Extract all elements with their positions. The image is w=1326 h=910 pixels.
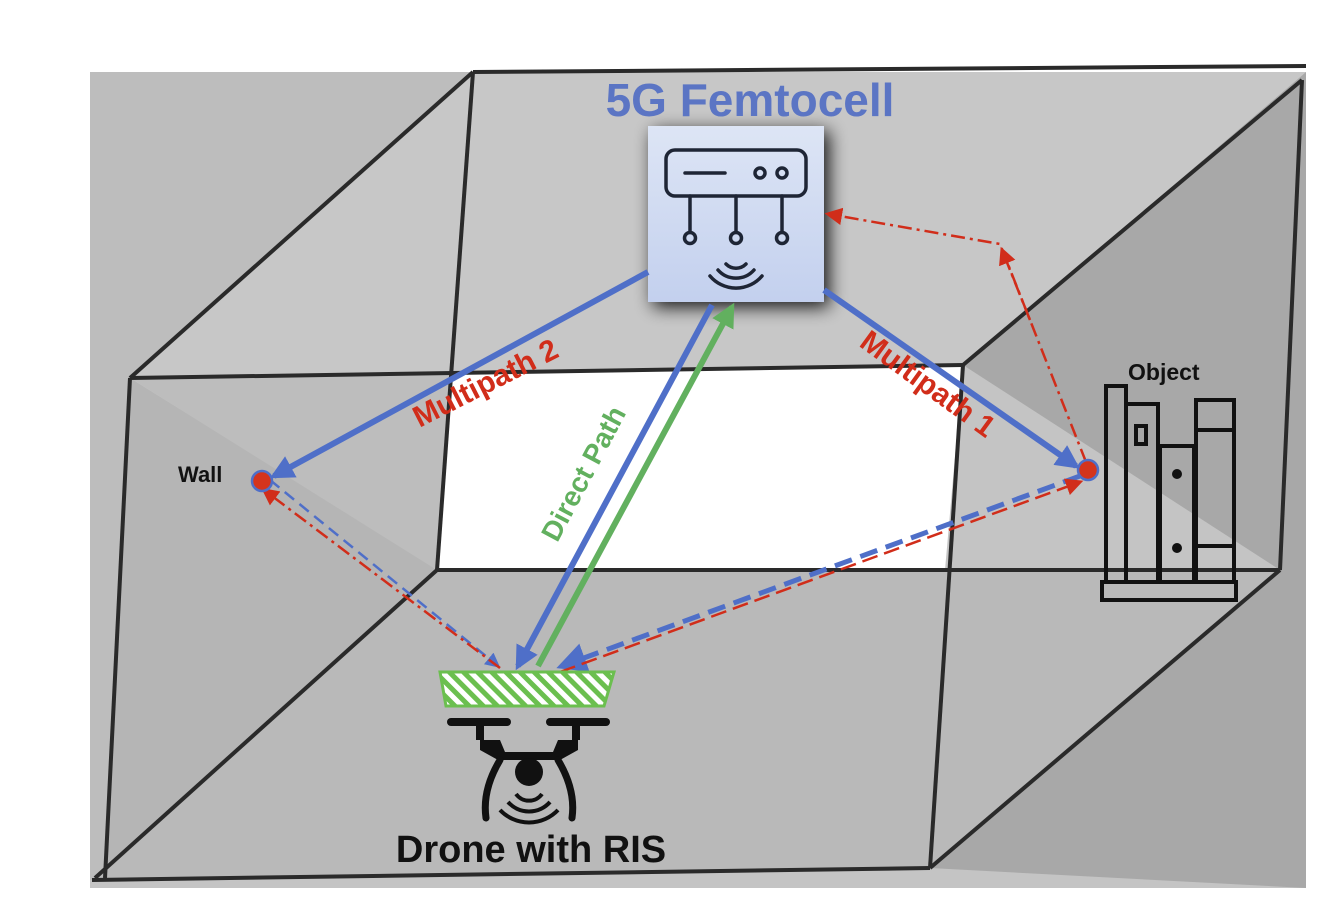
edge-mid-top bbox=[129, 363, 964, 380]
object-reflection-point bbox=[1076, 458, 1100, 482]
bookshelf-icon bbox=[1100, 384, 1238, 602]
object-label: Object bbox=[1128, 359, 1200, 385]
object-to-drone-blue-dashed bbox=[556, 473, 1081, 672]
edge-left-vertical bbox=[103, 377, 132, 879]
ris-panel-icon bbox=[438, 670, 617, 708]
wall-label: Wall bbox=[178, 462, 222, 487]
multipath-2-line bbox=[269, 269, 650, 479]
drone-label: Drone with RIS bbox=[396, 829, 666, 871]
ceiling-back-edge bbox=[472, 64, 1307, 74]
floor bbox=[92, 570, 1280, 880]
wall-to-drone-blue-dashed bbox=[269, 479, 501, 668]
multipath-1-line bbox=[822, 287, 1080, 469]
direct-path-uplink-line bbox=[535, 302, 735, 668]
edge-far-right-vertical bbox=[1278, 79, 1304, 571]
drone-to-wall-red-dashdot bbox=[261, 487, 501, 669]
edge-top-left bbox=[128, 70, 475, 380]
drone-icon bbox=[447, 718, 610, 825]
wall-reflection-point bbox=[250, 469, 274, 493]
edge-floor-right bbox=[928, 568, 1282, 870]
drone-to-object-red-dashed bbox=[559, 478, 1084, 674]
edge-back-left-vertical bbox=[435, 71, 475, 571]
edge-top-right bbox=[961, 78, 1304, 367]
left-wall-lower bbox=[105, 378, 437, 875]
object-to-router-mid-arrow bbox=[999, 246, 1032, 321]
edge-floor-left bbox=[93, 568, 439, 880]
direct-path-downlink-line bbox=[515, 303, 715, 671]
diagram-title: 5G Femtocell bbox=[606, 74, 895, 126]
edge-right-vertical bbox=[928, 364, 965, 869]
router-glyph bbox=[664, 148, 808, 290]
edge-floor-front bbox=[91, 866, 931, 882]
room bbox=[90, 64, 1307, 888]
